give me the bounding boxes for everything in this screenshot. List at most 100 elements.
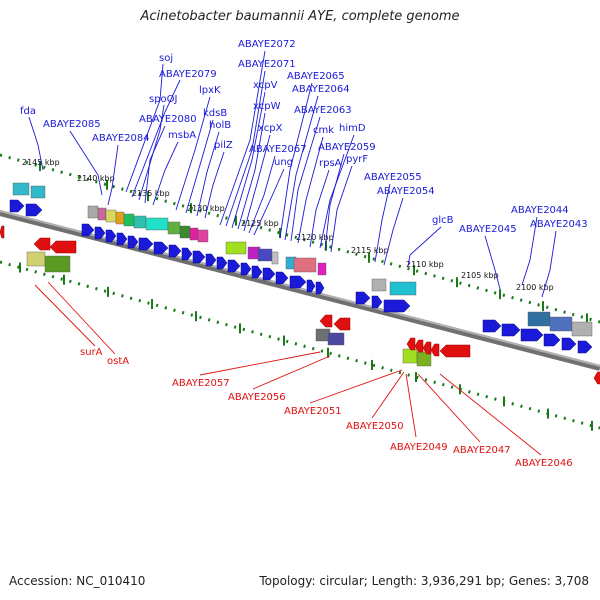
reverse-leader-line xyxy=(34,284,96,347)
forward-gene-arrow xyxy=(116,232,128,246)
forward-leader-line xyxy=(28,116,44,171)
forward-gene-arrow xyxy=(205,253,217,267)
forward-gene-label: ABAYE2080 xyxy=(139,114,197,125)
reverse-gene-arrow xyxy=(430,343,440,357)
forward-gene-label: ABAYE2055 xyxy=(364,172,422,183)
forward-leader-line xyxy=(248,155,276,234)
forward-leader-line xyxy=(330,165,353,253)
forward-gene-label: ABAYE2067 xyxy=(249,144,307,155)
forward-gene-arrow xyxy=(216,256,228,270)
forward-gene-label: xcpW xyxy=(253,101,281,112)
reverse-gene-arrow xyxy=(0,225,5,239)
forward-leader-line xyxy=(319,134,355,249)
reverse-gene-arrow xyxy=(406,337,416,351)
forward-gene-arrow xyxy=(289,275,307,289)
forward-leader-line xyxy=(243,134,271,232)
forward-leader-line xyxy=(324,153,345,251)
forward-gene-arrow xyxy=(355,291,371,305)
forward-gene-label: ABAYE2054 xyxy=(377,186,435,197)
feature-block xyxy=(225,241,247,255)
reverse-gene-arrow xyxy=(33,237,51,251)
accession-text: Accession: NC_010410 xyxy=(9,574,146,588)
reverse-gene-label: ABAYE2046 xyxy=(515,458,573,469)
scale-label: 2100 kbp xyxy=(516,283,554,292)
feature-block xyxy=(271,251,279,265)
scale-label: 2120 kbp xyxy=(296,233,334,242)
forward-gene-label: glcB xyxy=(432,215,454,226)
feature-block xyxy=(371,278,387,292)
feature-block xyxy=(145,217,169,231)
reverse-leader-lines xyxy=(34,281,542,456)
forward-gene-arrow xyxy=(192,250,206,264)
scale-label: 2115 kbp xyxy=(351,246,389,255)
scale-ticks-bottom xyxy=(19,262,593,431)
reverse-gene-arrows xyxy=(0,225,600,385)
reverse-gene-label: ABAYE2050 xyxy=(346,421,404,432)
reverse-gene-label: ABAYE2049 xyxy=(390,442,448,453)
forward-leader-line xyxy=(407,226,442,267)
forward-gene-label: ABAYE2084 xyxy=(92,133,150,144)
forward-gene-label: ABAYE2085 xyxy=(43,119,101,130)
forward-gene-label: himD xyxy=(339,123,366,134)
forward-gene-labels: fdaABAYE2085ABAYE2084sojABAYE2079spoOJAB… xyxy=(20,39,588,235)
scale-label: 2140 kbp xyxy=(77,174,115,183)
forward-gene-arrow xyxy=(577,340,593,354)
forward-leader-line xyxy=(175,96,211,211)
feature-block xyxy=(44,255,71,273)
forward-leader-line xyxy=(297,136,324,244)
feature-block xyxy=(571,321,593,337)
feature-block xyxy=(105,209,117,223)
forward-gene-label: ung xyxy=(274,157,293,168)
forward-gene-arrow xyxy=(81,223,95,237)
reverse-gene-label: ABAYE2051 xyxy=(284,406,342,417)
forward-leader-line xyxy=(138,104,165,201)
forward-gene-label: rpsA xyxy=(319,158,342,169)
forward-gene-arrow xyxy=(94,226,106,240)
forward-gene-arrow xyxy=(482,319,502,333)
feature-block xyxy=(87,205,99,219)
forward-gene-label: xcpV xyxy=(253,80,278,91)
forward-gene-arrow xyxy=(251,265,263,279)
reverse-leader-line xyxy=(405,373,417,438)
forward-leader-line xyxy=(125,63,164,193)
forward-gene-label: ABAYE2065 xyxy=(287,71,345,82)
forward-gene-label: pyrF xyxy=(346,154,368,165)
feature-blocks xyxy=(12,182,593,367)
forward-leader-lines xyxy=(28,50,557,298)
forward-gene-arrow xyxy=(153,241,169,255)
feature-block xyxy=(389,281,417,296)
forward-gene-arrow xyxy=(315,281,325,295)
feature-block xyxy=(549,316,573,332)
reverse-gene-arrow xyxy=(593,371,600,385)
feature-block xyxy=(257,248,273,262)
forward-gene-arrows xyxy=(9,199,593,354)
forward-gene-label: pilZ xyxy=(214,140,233,151)
feature-block xyxy=(133,215,147,229)
forward-gene-arrow xyxy=(138,237,154,251)
feature-block xyxy=(179,225,191,239)
feature-block xyxy=(293,257,317,273)
reverse-gene-label: ABAYE2057 xyxy=(172,378,230,389)
forward-leader-line xyxy=(383,197,404,266)
feature-block xyxy=(26,251,46,267)
forward-gene-arrow xyxy=(168,244,182,258)
reverse-gene-arrow xyxy=(49,240,77,254)
forward-gene-label: lpxK xyxy=(199,85,221,96)
forward-gene-label: ABAYE2059 xyxy=(318,142,376,153)
forward-leader-line xyxy=(309,169,330,248)
forward-gene-arrow xyxy=(9,199,25,213)
forward-leader-line xyxy=(541,230,557,298)
feature-block xyxy=(527,311,551,327)
forward-leader-line xyxy=(69,130,103,196)
forward-gene-arrow xyxy=(561,337,577,351)
reverse-gene-arrow xyxy=(333,317,351,331)
forward-gene-label: fda xyxy=(20,106,36,117)
feature-block xyxy=(416,351,432,367)
forward-gene-arrow xyxy=(25,203,43,217)
forward-gene-arrow xyxy=(227,259,241,273)
reverse-leader-line xyxy=(417,373,481,443)
reverse-leader-line xyxy=(439,373,542,456)
forward-gene-arrow xyxy=(543,333,561,347)
forward-gene-label: ABAYE2044 xyxy=(511,205,569,216)
